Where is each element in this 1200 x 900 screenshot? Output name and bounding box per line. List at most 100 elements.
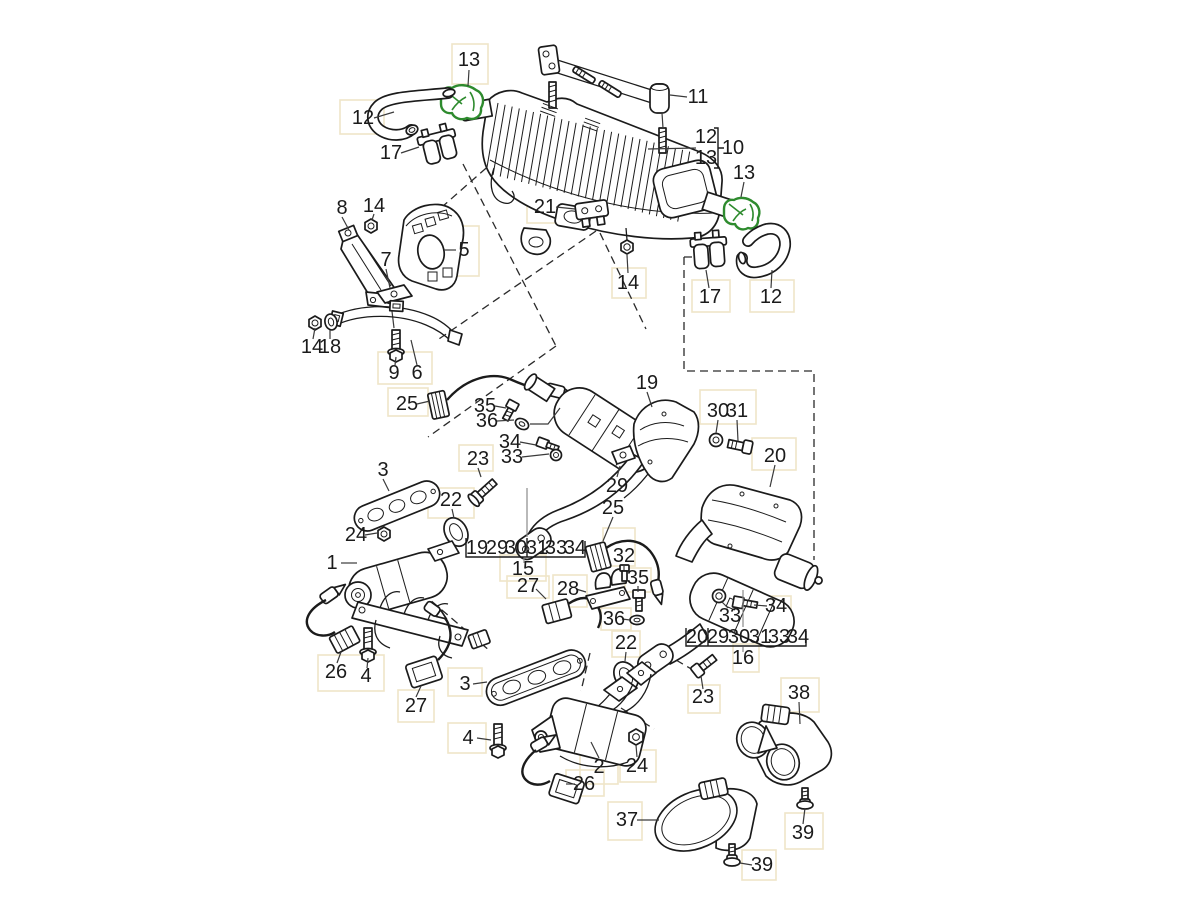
callout-35-44[interactable]: 35 [626,567,650,589]
callout-20-51[interactable]: 20 [685,626,709,648]
callout-18-17[interactable]: 18 [318,336,342,358]
hotspot[interactable] [611,267,647,299]
callout-16-57[interactable]: 16 [731,647,755,669]
callout-28-46[interactable]: 28 [556,578,580,600]
hotspot[interactable] [458,444,494,472]
hotspot[interactable] [447,722,487,754]
callout-13-6[interactable]: 13 [694,147,718,169]
callout-9-18[interactable]: 9 [388,362,400,384]
part-rear-muffler [458,81,738,256]
callout-12-11[interactable]: 12 [759,286,783,308]
hotspot[interactable] [339,99,385,135]
hotspot[interactable] [377,351,433,385]
callout-30-37[interactable]: 30 [504,537,528,559]
callout-19-35[interactable]: 19 [465,537,489,559]
hotspot[interactable] [691,279,731,313]
callout-20-33[interactable]: 20 [763,445,787,467]
group-box-16 [685,590,807,652]
callout-30-53[interactable]: 30 [727,626,751,648]
part-bolt-4-left [359,627,377,663]
callout-33-24[interactable]: 33 [500,446,524,468]
hotspot[interactable] [732,643,760,673]
part-clamp-29 [611,445,636,465]
callout-17-10[interactable]: 17 [698,286,722,308]
callout-29-36[interactable]: 29 [485,537,509,559]
callout-21-8[interactable]: 21 [533,196,557,218]
callout-17-2[interactable]: 17 [379,142,403,164]
callout-26-59[interactable]: 26 [324,661,348,683]
callout-10-5[interactable]: 10 [721,137,745,159]
callout-29-52[interactable]: 29 [706,626,730,648]
callout-14-9[interactable]: 14 [616,272,640,294]
callout-30-31[interactable]: 30 [706,400,730,422]
callout-25-42[interactable]: 25 [601,497,625,519]
callout-2-64[interactable]: 2 [593,756,605,778]
callout-14-16[interactable]: 14 [300,336,324,358]
callout-5-14[interactable]: 5 [458,239,470,261]
callout-26-66[interactable]: 26 [572,773,596,795]
callout-22-48[interactable]: 22 [614,632,638,654]
callout-14-13[interactable]: 14 [362,195,386,217]
hotspot[interactable] [451,43,489,85]
callout-24-65[interactable]: 24 [625,755,649,777]
hotspot[interactable] [699,389,757,425]
part-bolt-9 [387,329,405,363]
callout-36-22[interactable]: 36 [475,410,499,432]
hotspot[interactable] [317,654,385,692]
hotspot-zones[interactable] [317,43,824,881]
callout-33-49[interactable]: 33 [718,605,742,627]
callout-34-23[interactable]: 34 [498,431,522,453]
callout-25-20[interactable]: 25 [395,393,419,415]
callout-38-67[interactable]: 38 [787,682,811,704]
callout-32-43[interactable]: 32 [612,545,636,567]
part-seal-33-top [549,448,563,462]
callout-3-27[interactable]: 3 [377,459,389,481]
callout-31-54[interactable]: 31 [748,626,772,648]
callout-34-50[interactable]: 34 [764,595,788,617]
callout-23-58[interactable]: 23 [691,686,715,708]
hotspot[interactable] [447,667,483,697]
callout-34-40[interactable]: 34 [563,537,587,559]
callout-29-34[interactable]: 29 [605,475,629,497]
callout-27-45[interactable]: 27 [516,575,540,597]
callout-7-15[interactable]: 7 [380,249,392,271]
callout-31-38[interactable]: 31 [525,537,549,559]
callout-35-21[interactable]: 35 [473,395,497,417]
callout-4-60[interactable]: 4 [360,665,372,687]
part-gasket-3-top [353,480,441,532]
callout-36-47[interactable]: 36 [602,608,626,630]
callout-24-28[interactable]: 24 [344,524,368,546]
part-nut-14-muffler [620,227,634,255]
part-washer-30 [708,432,724,448]
callout-27-61[interactable]: 27 [404,695,428,717]
callout-12-4[interactable]: 12 [694,126,718,148]
callout-34-56[interactable]: 34 [786,626,810,648]
hotspot[interactable] [607,801,643,841]
callout-12-1[interactable]: 12 [351,107,375,129]
callout-31-32[interactable]: 31 [725,400,749,422]
callout-33-55[interactable]: 33 [767,626,791,648]
callout-23-25[interactable]: 23 [466,448,490,470]
callout-1-29[interactable]: 1 [326,552,338,574]
callout-6-19[interactable]: 6 [411,362,423,384]
callout-22-26[interactable]: 22 [439,489,463,511]
callout-33-39[interactable]: 33 [544,537,568,559]
part-bolt-4-bottom [489,723,507,759]
callout-39-70[interactable]: 39 [750,854,774,876]
callout-4-63[interactable]: 4 [462,727,474,749]
group-bracket-10 [714,127,724,169]
callout-11-3[interactable]: 11 [687,86,709,108]
callout-39-68[interactable]: 39 [791,822,815,844]
callout-19-30[interactable]: 19 [635,372,659,394]
hotspot[interactable] [741,849,777,881]
callout-15-41[interactable]: 15 [511,558,535,580]
callout-13-7[interactable]: 13 [732,162,756,184]
callout-13-0[interactable]: 13 [457,49,481,71]
callout-3-62[interactable]: 3 [459,673,471,695]
callout-37-69[interactable]: 37 [615,809,639,831]
part-nut-14-washer-18 [308,313,338,331]
hotspot[interactable] [397,689,435,723]
hotspot[interactable] [506,575,550,599]
callout-8-12[interactable]: 8 [336,197,348,219]
hotspot[interactable] [687,684,721,714]
